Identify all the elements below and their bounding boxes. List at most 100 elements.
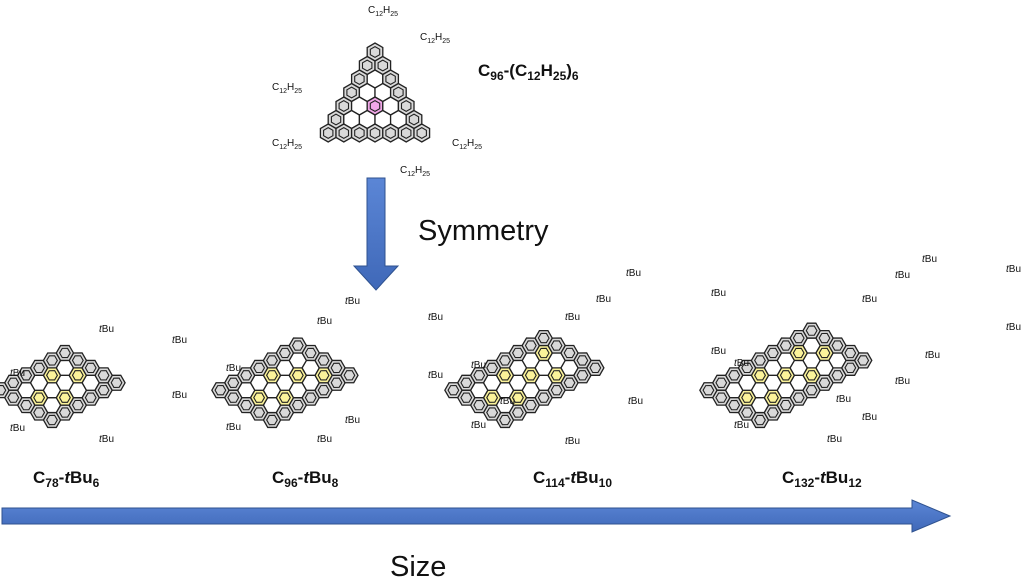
symmetry-arrow	[352, 177, 400, 291]
tbu-label: tBu	[226, 422, 241, 433]
aromatic-inner-ring	[818, 377, 831, 388]
aromatic-inner-ring	[792, 332, 805, 344]
size-label: Size	[390, 551, 446, 578]
aromatic-inner-ring	[844, 347, 857, 359]
aromatic-inner-ring	[304, 347, 317, 359]
aromatic-inner-ring	[45, 370, 59, 381]
tbu-label: tBu	[172, 335, 187, 346]
tbu-label: tBu	[317, 434, 332, 445]
tbu-label: tBu	[172, 390, 187, 401]
aromatic-inner-ring	[473, 399, 486, 411]
aromatic-inner-ring	[524, 340, 537, 351]
aromatic-inner-ring	[20, 399, 33, 411]
c12h25-label: C12H25	[368, 5, 398, 18]
tbu-label: tBu	[99, 434, 114, 445]
aromatic-inner-ring	[330, 113, 342, 126]
aromatic-inner-ring	[253, 392, 266, 403]
top-molecule-formula: C96-(C12H25)6	[478, 61, 579, 83]
aromatic-inner-ring	[831, 370, 844, 381]
aromatic-inner-ring	[33, 407, 46, 418]
aromatic-inner-ring	[33, 392, 46, 403]
aromatic-inner-ring	[741, 362, 754, 374]
aromatic-inner-ring	[253, 362, 266, 374]
aromatic-inner-ring	[589, 362, 602, 374]
aromatic-inner-ring	[550, 385, 563, 396]
tbu-label: tBu	[922, 254, 937, 265]
aromatic-inner-ring	[343, 370, 356, 381]
aromatic-inner-ring	[304, 392, 317, 403]
tbu-label: tBu	[862, 412, 877, 423]
aromatic-inner-ring	[278, 347, 291, 359]
aromatic-inner-ring	[766, 407, 779, 418]
aromatic-inner-ring	[7, 377, 20, 388]
aromatic-inner-ring	[499, 414, 511, 426]
aromatic-inner-ring	[84, 362, 97, 374]
aromatic-inner-ring	[805, 325, 818, 336]
aromatic-inner-ring	[400, 99, 412, 113]
aromatic-inner-ring	[7, 392, 20, 403]
aromatic-inner-ring	[537, 332, 550, 344]
formula-c96: C96-tBu8	[272, 468, 339, 490]
tbu-label: tBu	[565, 312, 580, 323]
tbu-label: tBu	[596, 294, 611, 305]
aromatic-inner-ring	[576, 355, 589, 366]
aromatic-inner-ring	[563, 377, 576, 388]
aromatic-inner-ring	[20, 370, 33, 381]
tbu-label: tBu	[500, 396, 515, 407]
aromatic-inner-ring	[227, 377, 240, 388]
aromatic-inner-ring	[416, 126, 427, 140]
aromatic-inner-ring	[58, 407, 71, 418]
aromatic-inner-ring	[779, 370, 792, 381]
aromatic-inner-ring	[715, 377, 728, 388]
aromatic-inner-ring	[330, 362, 343, 374]
aromatic-inner-ring	[291, 340, 304, 351]
aromatic-inner-ring	[805, 385, 818, 396]
aromatic-inner-ring	[265, 370, 279, 381]
aromatic-inner-ring	[818, 347, 831, 359]
formula-c78: C78-tBu6	[33, 468, 100, 490]
aromatic-inner-ring	[240, 370, 253, 381]
tbu-label: tBu	[471, 360, 486, 371]
aromatic-inner-ring	[779, 399, 792, 411]
ring	[366, 123, 384, 143]
tbu-label: tBu	[628, 396, 643, 407]
c12h25-label: C12H25	[272, 138, 302, 151]
aromatic-inner-ring	[741, 392, 754, 403]
aromatic-inner-ring	[291, 370, 304, 381]
aromatic-inner-ring	[498, 370, 512, 381]
tbu-label: tBu	[711, 346, 726, 357]
c12h25-label: C12H25	[400, 165, 430, 178]
aromatic-inner-ring	[46, 414, 58, 426]
ring	[413, 123, 431, 143]
molecule-c114	[444, 329, 605, 429]
aromatic-inner-ring	[214, 385, 227, 396]
aromatic-inner-ring	[338, 126, 350, 140]
tbu-label: tBu	[428, 370, 443, 381]
aromatic-inner-ring	[317, 370, 330, 381]
aromatic-inner-ring	[71, 355, 84, 366]
aromatic-inner-ring	[511, 392, 524, 403]
aromatic-inner-ring	[330, 377, 343, 388]
ring	[802, 322, 821, 339]
ring	[350, 123, 368, 143]
aromatic-inner-ring	[779, 340, 792, 351]
aromatic-inner-ring	[728, 399, 741, 411]
aromatic-inner-ring	[550, 370, 563, 381]
ring	[55, 344, 75, 362]
formula-c114: C114-tBu10	[533, 468, 612, 490]
aromatic-inner-ring	[754, 414, 766, 426]
aromatic-inner-ring	[369, 45, 381, 59]
aromatic-inner-ring	[857, 355, 870, 366]
aromatic-inner-ring	[278, 392, 291, 403]
aromatic-inner-ring	[537, 347, 550, 359]
aromatic-inner-ring	[317, 355, 330, 366]
size-arrow	[1, 499, 952, 533]
aromatic-inner-ring	[753, 370, 767, 381]
aromatic-inner-ring	[486, 407, 499, 418]
aromatic-inner-ring	[550, 340, 563, 351]
aromatic-inner-ring	[338, 99, 350, 113]
aromatic-inner-ring	[486, 392, 499, 403]
aromatic-inner-ring	[58, 347, 71, 359]
aromatic-inner-ring	[97, 385, 110, 396]
